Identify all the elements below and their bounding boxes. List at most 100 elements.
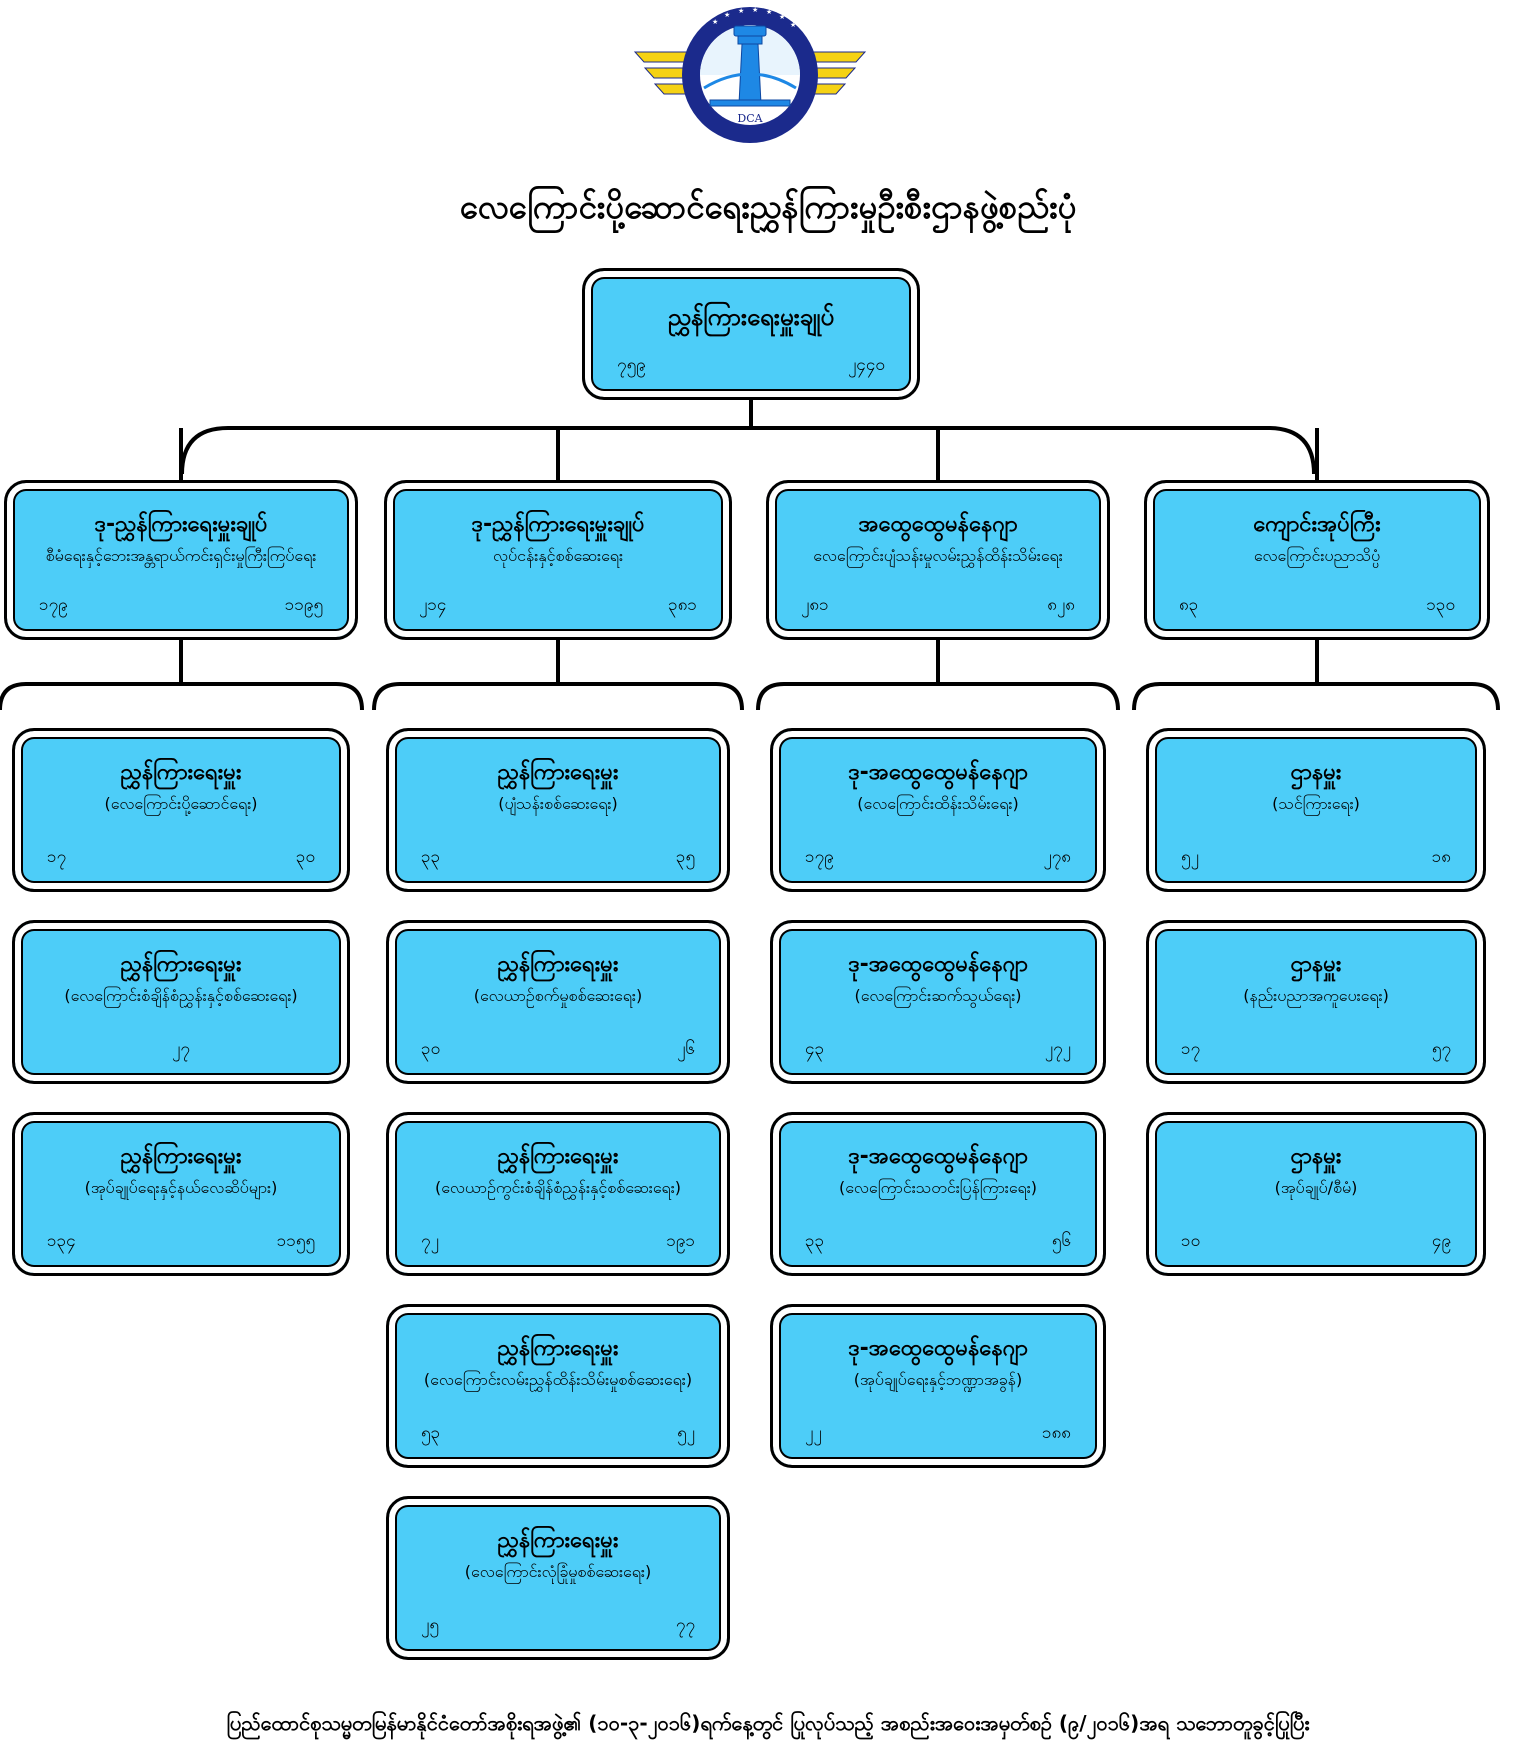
svg-text:★: ★	[724, 11, 730, 19]
box-title: ညွှန်ကြားရေးမှူး	[497, 1144, 619, 1169]
box-count-right: ၁၈	[1431, 847, 1451, 867]
org-box: ကျောင်းအုပ်ကြီးလေကြောင်းပညာသိပ္ပံ၈၃၁၃၀	[1144, 480, 1490, 640]
box-subtitle: (လေကြောင်းဆက်သွယ်ရေး)	[854, 986, 1022, 1005]
box-count-left: ၂၈၁	[801, 595, 829, 615]
box-subtitle: (နည်းပညာအကူပေးရေး)	[1243, 986, 1389, 1005]
box-subtitle: (အုပ်ချုပ်ရေးနှင့်ဘဏ္ဍာအခွန်)	[853, 1370, 1023, 1389]
box-count-right: ၅၂	[677, 1423, 695, 1443]
box-title: ညွှန်ကြားရေးမှူး	[497, 952, 619, 977]
box-title: ဒု-အထွေထွေမန်နေဂျာ	[848, 952, 1028, 977]
box-count-right: ၁၈၈	[1042, 1423, 1071, 1443]
box-subtitle: (လေကြောင်းသတင်းပြန်ကြားရေး)	[838, 1178, 1038, 1197]
box-count-left: ၁၇၉	[39, 595, 68, 615]
org-box: ညွှန်ကြားရေးမှူး(အုပ်ချုပ်ရေးနှင့်နယ်လေဆ…	[12, 1112, 350, 1276]
svg-text:★: ★	[790, 21, 796, 29]
org-box: ဒု-ညွှန်ကြားရေးမှူးချုပ်စီမံရေးနှင့်ဘေးအ…	[4, 480, 358, 640]
root-branch-bar	[180, 426, 1316, 475]
org-box: ညွှန်ကြားရေးမှူး (လေကြောင်းစံချိန်စံညွှန်…	[12, 920, 350, 1084]
org-box: ညွှန်ကြားရေးမှူး(ပျံသန်းစစ်ဆေးရေး)၃၃၃၅	[386, 728, 730, 892]
box-title: ညွှန်ကြားရေးမှူး	[120, 1144, 242, 1169]
box-count-right: ၁၁၉၅	[284, 595, 323, 615]
org-box: ညွှန်ကြားရေးမှူး (လေကြောင်းလုံခြုံမှုစစ်ဆ…	[386, 1496, 730, 1660]
box-title: ဒု-အထွေထွေမန်နေဂျာ	[848, 1144, 1028, 1169]
footer-note: ပြည်ထောင်စုသမ္မတမြန်မာနိုင်ငံတော်အစိုးရအ…	[226, 1711, 1310, 1735]
children-bracket	[1132, 682, 1500, 711]
children-bracket	[372, 682, 744, 711]
svg-text:★: ★	[738, 7, 744, 15]
box-count-left: ၇၅၉	[617, 355, 646, 375]
svg-text:★: ★	[766, 8, 772, 16]
page-title: လေကြောင်းပို့ဆောင်ရေးညွှန်ကြားမှုဦးစီးဌာ…	[459, 187, 1077, 226]
org-box: ညွှန်ကြားရေးမှူး (လေကြောင်းလမ်းညွှန်ထိန်း…	[386, 1304, 730, 1468]
box-count-left: ၂၂	[805, 1423, 822, 1443]
org-box: ဒု-အထွေထွေမန်နေဂျာ (လေကြောင်းသတင်းပြန်ကြာ…	[770, 1112, 1106, 1276]
box-count-left: ၅၃	[421, 1423, 441, 1443]
box-count-left: ၅၂	[1181, 847, 1199, 867]
box-subtitle: (သင်ကြားရေး)	[1272, 794, 1360, 813]
org-box: ဒု-အထွေထွေမန်နေဂျာ (အုပ်ချုပ်ရေးနှင့်ဘဏ္ဍ…	[770, 1304, 1106, 1468]
children-bracket	[0, 682, 364, 711]
box-subtitle: လေကြောင်းပညာသိပ္ပံ	[1253, 546, 1381, 565]
box-title: အထွေထွေမန်နေဂျာ	[858, 512, 1018, 537]
box-subtitle: (လေကြောင်းပို့ဆောင်ရေး)	[104, 794, 258, 813]
box-subtitle: စီမံရေးနှင့်ဘေးအန္တရာယ်ကင်းရှင်းမှုကြီးက…	[45, 546, 317, 565]
box-count-right: ၂၇၈	[1043, 847, 1071, 867]
box-title: ညွှန်ကြားရေးမှူး	[497, 1336, 619, 1361]
box-title: ညွှန်ကြားရေးမှူး	[120, 952, 242, 977]
box-count-left: ၁၇	[1181, 1039, 1201, 1059]
logo-text: DCA	[737, 112, 763, 125]
box-count-left: ၃၃	[421, 847, 441, 867]
org-box: ဒု-ညွှန်ကြားရေးမှူးချုပ်လုပ်ငန်းနှင့်စစ်…	[384, 480, 732, 640]
box-title: ညွှန်ကြားရေးမှူး	[120, 760, 242, 785]
box-count-left: ၁၇	[47, 847, 67, 867]
box-subtitle: (အုပ်ချုပ်/စီမံ)	[1274, 1178, 1358, 1197]
box-count-right: ၃၀	[295, 847, 315, 867]
box-count-right: ၇၇	[675, 1615, 695, 1635]
box-count-right: ၈၂၈	[1047, 595, 1075, 615]
org-box: ညွှန်ကြားရေးမှူး(လေယာဉ်စက်မှုစစ်ဆေးရေး)၃…	[386, 920, 730, 1084]
box-subtitle: (လေကြောင်းထိန်းသိမ်းရေး)	[857, 794, 1019, 813]
org-box: ဌာနမှူး(သင်ကြားရေး)၅၂၁၈	[1146, 728, 1486, 892]
dca-logo: DCA ★★★ ★★★★	[633, 6, 867, 143]
box-count-right: ၁၉၁	[666, 1231, 695, 1251]
org-box: ဒု-အထွေထွေမန်နေဂျာ (လေကြောင်းထိန်းသိမ်းရေ…	[770, 728, 1106, 892]
box-count-right: ၄၉	[1431, 1231, 1451, 1251]
box-count-left: ၇၂	[421, 1231, 439, 1251]
box-count-right: ၂၄၄၀	[847, 355, 885, 375]
box-count-right: ၁၁၅၅	[276, 1231, 315, 1251]
box-subtitle: (လေကြောင်းလုံခြုံမှုစစ်ဆေးရေး)	[464, 1562, 652, 1581]
box-title: ညွှန်ကြားရေးမှူး	[497, 760, 619, 785]
box-title: ဒု-ညွှန်ကြားရေးမှူးချုပ်	[471, 512, 645, 537]
svg-text:★: ★	[712, 18, 718, 26]
box-subtitle: (ပျံသန်းစစ်ဆေးရေး)	[498, 794, 618, 813]
box-title: ဒု-ညွှန်ကြားရေးမှူးချုပ်	[94, 512, 268, 537]
org-box: ဌာနမှူး(နည်းပညာအကူပေးရေး)၁၇၅၇	[1146, 920, 1486, 1084]
box-count-left: ၁၀	[1181, 1231, 1201, 1251]
box-title: ဒု-အထွေထွေမန်နေဂျာ	[848, 760, 1028, 785]
box-title: ညွှန်ကြားရေးမှူးချုပ်	[667, 303, 835, 331]
box-title: ဒု-အထွေထွေမန်နေဂျာ	[848, 1336, 1028, 1361]
box-count-left: ၂၅	[421, 1615, 439, 1635]
box-count-left: ၂၁၄	[419, 595, 447, 615]
box-title: ဌာနမှူး	[1290, 1144, 1342, 1169]
box-subtitle: လုပ်ငန်းနှင့်စစ်ဆေးရေး	[492, 546, 623, 565]
box-count-left: ၃၀	[421, 1039, 441, 1059]
box-subtitle: (လေကြောင်းစံချိန်စံညွှန်းနှင့်စစ်ဆေးရေး)	[64, 986, 298, 1005]
box-count-center: ၂၇	[172, 1039, 190, 1059]
box-title: ညွှန်ကြားရေးမှူး	[497, 1528, 619, 1553]
box-count-right: ၂၇၂	[1044, 1039, 1071, 1059]
children-bracket	[756, 682, 1120, 711]
org-box: အထွေထွေမန်နေဂျာလေကြောင်းပျံသန်းမှုလမ်းညွ…	[766, 480, 1110, 640]
org-box: ဒု-အထွေထွေမန်နေဂျာ(လေကြောင်းဆက်သွယ်ရေး)၄…	[770, 920, 1106, 1084]
box-subtitle: (လေယာဉ်ကွင်းစံချိန်စံညွှန်းနှင့်စစ်ဆေးရေ…	[434, 1178, 682, 1197]
box-count-left: ၁၇၉	[805, 847, 834, 867]
box-count-left: ၈၃	[1179, 595, 1199, 615]
org-box: ညွှန်ကြားရေးမှူး (လေယာဉ်ကွင်းစံချိန်စံညွှ…	[386, 1112, 730, 1276]
tower-icon	[709, 25, 791, 107]
box-count-right: ၃၈၁	[668, 595, 697, 615]
box-count-right: ၅၇	[1431, 1039, 1451, 1059]
org-box: ဌာနမှူး (အုပ်ချုပ်/စီမံ) ၁၀ ၄၉	[1146, 1112, 1486, 1276]
org-box: ညွှန်ကြားရေးမှူး (လေကြောင်းပို့ဆောင်ရေး) ၁…	[12, 728, 350, 892]
box-subtitle: (လေကြောင်းလမ်းညွှန်ထိန်းသိမ်းမှုစစ်ဆေးရေ…	[423, 1370, 693, 1389]
